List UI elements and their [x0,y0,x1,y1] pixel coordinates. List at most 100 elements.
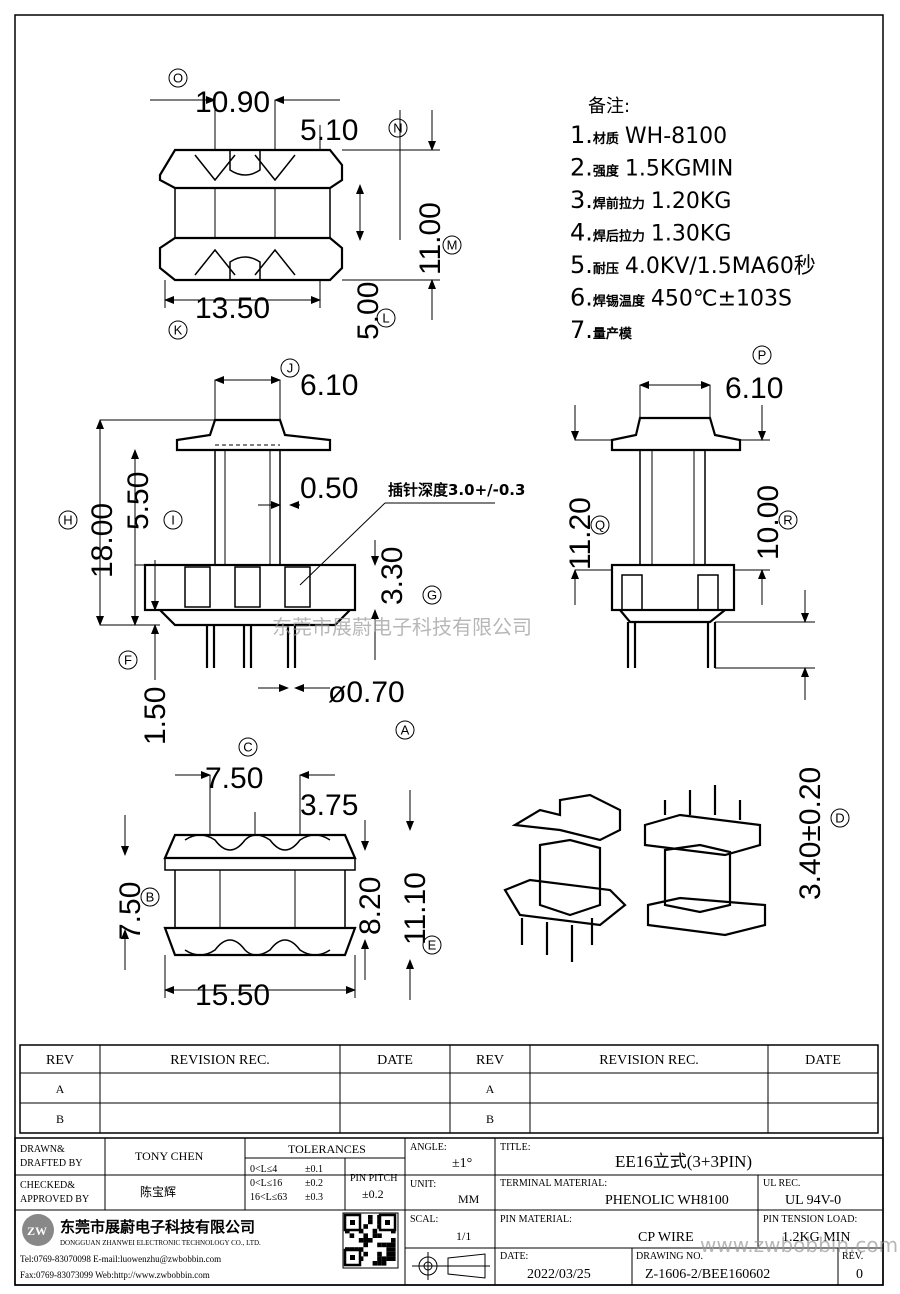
drawing-label: DRAWING NO. [636,1251,703,1262]
date-value: 2022/03/25 [527,1267,591,1282]
checked-label-2: APPROVED BY [20,1194,89,1205]
circle-label-F: F [118,650,138,670]
note-value: 1.20KG [651,189,731,214]
circle-letter: P [758,348,767,363]
circle-label-R: R [778,510,798,530]
circle-letter: F [124,653,132,668]
dim-E: 11.10 [399,872,432,945]
circle-letter: R [783,513,792,528]
qr-code [342,1212,399,1269]
contact-line-1: Tel:0769-83070098 E-mail:luowenzhu@zwbob… [20,1254,221,1264]
revision-header: REV [476,1053,504,1068]
title-block: DRAWN& DRAFTED BY TONY CHEN CHECKED& APP… [14,1137,884,1286]
note-number: 2. [570,154,593,182]
note-label: 耐压 [593,261,619,277]
isometric-views [503,785,767,962]
dim-K: 13.50 [195,292,270,325]
dim-G: 3.30 [376,547,409,605]
company-logo: ZW [22,1214,54,1246]
circle-label-M: M [442,235,462,255]
tension-label: PIN TENSION LOAD: [763,1214,857,1225]
logo-text: ZW [27,1224,47,1238]
drawing-value: Z-1606-2/BEE160602 [645,1267,770,1282]
drawn-by: TONY CHEN [135,1149,204,1163]
note-number: 1. [570,121,593,149]
note-number: 7. [570,316,593,344]
note-item: 7.量产模 [570,316,633,344]
revision-cell: A [486,1082,495,1096]
tolerance-rows: 0<L≤4±0.10<L≤16±0.216<L≤63±0.3 [250,1164,323,1203]
drawn-label-1: DRAWN& [20,1144,65,1155]
dim-F: 1.50 [139,687,172,745]
note-label: 焊锡温度 [593,294,646,310]
note-value: 4.0KV/1.5MA60秒 [625,254,816,279]
sheet-border [14,14,884,1286]
revision-cell: A [56,1082,65,1096]
circle-label-K: K [168,320,188,340]
date-label: DATE: [500,1251,528,1262]
note-value: 450℃±103S [651,287,792,312]
circle-letter: N [393,121,402,136]
circle-letter: M [447,238,458,253]
dim-D: 3.40±0.20 [794,767,827,900]
circle-letter: J [287,361,294,376]
circle-letter: H [63,513,72,528]
circle-letter: Q [595,518,605,533]
dim-L: 5.00 [352,282,385,340]
company-en: DONGGUAN ZHANWEI ELECTRONIC TECHNOLOGY C… [60,1239,261,1247]
angle-value: ±1° [452,1156,472,1171]
revision-cell: B [486,1112,494,1126]
revision-header: REVISION REC. [599,1053,699,1068]
pin-depth-note: 插针深度3.0+/-0.3 [388,481,525,499]
dim-Q: 11.20 [564,497,597,570]
tol-range: 0<L≤16 [250,1178,282,1189]
circle-label-G: G [422,585,442,605]
circle-label-J: J [280,358,300,378]
tol-range: 0<L≤4 [250,1164,277,1175]
circle-label-B: B [140,887,160,907]
circle-letter: C [243,740,252,755]
circle-letter: D [835,811,844,826]
dim-I: 5.50 [122,472,155,530]
checked-by: 陈宝辉 [140,1184,176,1199]
dim-P: 6.10 [725,372,783,405]
side-view: 6.10 11.20 10.00 3.40±0.20 [564,372,827,900]
rev-label: REV. [842,1251,863,1262]
dim-B: 7.50 [114,882,147,940]
circle-letter: O [173,71,183,86]
circle-label-I: I [163,510,183,530]
watermark-url: www.zwbobbin.com [700,1233,898,1257]
revision-header: DATE [377,1053,413,1068]
circle-label-L: L [376,308,396,328]
dim-B2: 8.20 [354,877,387,935]
note-number: 4. [570,219,593,247]
top-view: 10.90 5.10 13.50 5.00 11.00 [150,86,447,340]
circle-letter: B [146,890,155,905]
rev-value: 0 [856,1267,863,1282]
title-label: TITLE: [500,1142,531,1153]
watermark-company: 东莞市展蔚电子科技有限公司 [272,615,532,639]
tol-value: ±0.3 [305,1192,323,1203]
revision-header: REVISION REC. [170,1053,270,1068]
contact-line-2: Fax:0769-83073099 Web:http://www.zwbobbi… [20,1270,210,1280]
circle-label-Q: Q [590,515,610,535]
revision-header: DATE [805,1053,841,1068]
dim-N: 5.10 [300,114,358,147]
ul-value: UL 94V-0 [785,1193,841,1208]
note-label: 强度 [593,164,620,180]
checked-label-1: CHECKED& [20,1180,75,1191]
tension-value: 1.2KG MIN [782,1230,850,1245]
dim-C: 7.50 [205,762,263,795]
pin-material-value: CP WIRE [638,1230,694,1245]
notes-heading: 备注: [588,96,630,117]
circle-label-C: C [238,737,258,757]
circle-letter: G [427,588,437,603]
